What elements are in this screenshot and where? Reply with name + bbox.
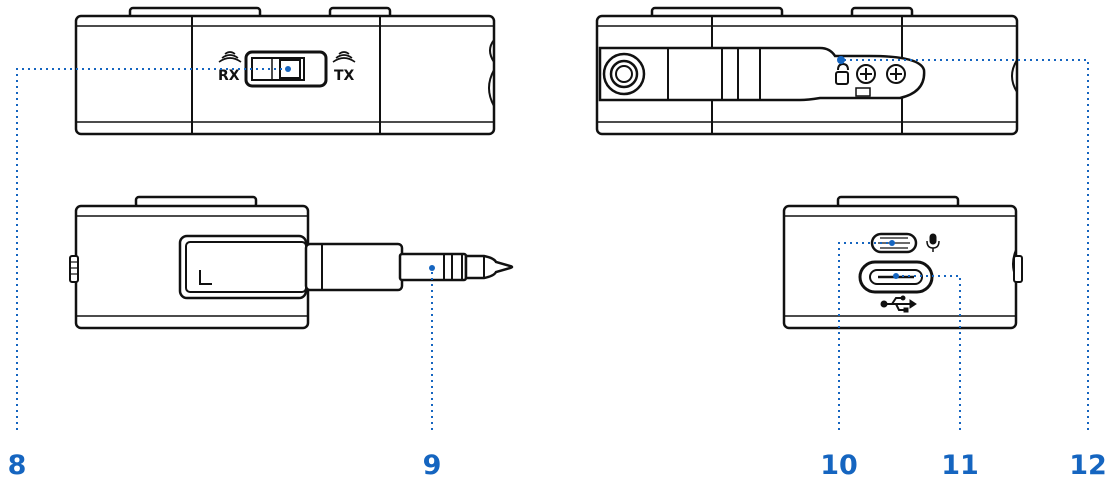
callout-dot-11 [893,273,899,279]
lock-icon [837,62,849,71]
device-side-view-left [69,195,514,330]
callout-dot-10 [889,240,895,246]
switch-rx-label: RX [218,68,240,84]
callout-number-8: 8 [8,450,27,480]
callout-number-11: 11 [941,450,979,480]
callout-line-10 [838,242,892,430]
device-top-view-right [595,6,1019,136]
status-led [837,56,845,64]
usb-icon [880,295,917,313]
callout-line-8 [16,68,288,430]
microphone-icon [926,233,940,252]
callout-dot-8 [285,66,291,72]
callout-number-10: 10 [820,450,858,480]
switch-tx-label: TX [334,68,355,84]
wireless-signal-icon [218,51,242,63]
3.5mm-jack-plug[interactable] [304,242,404,292]
callout-number-12: 12 [1069,450,1107,480]
device-end-view-right [782,195,1023,330]
wireless-signal-icon [332,51,356,63]
callout-dot-9 [429,265,435,271]
device-top-view-left [74,6,496,136]
callout-line-12 [842,59,1089,430]
callout-number-9: 9 [423,450,442,480]
